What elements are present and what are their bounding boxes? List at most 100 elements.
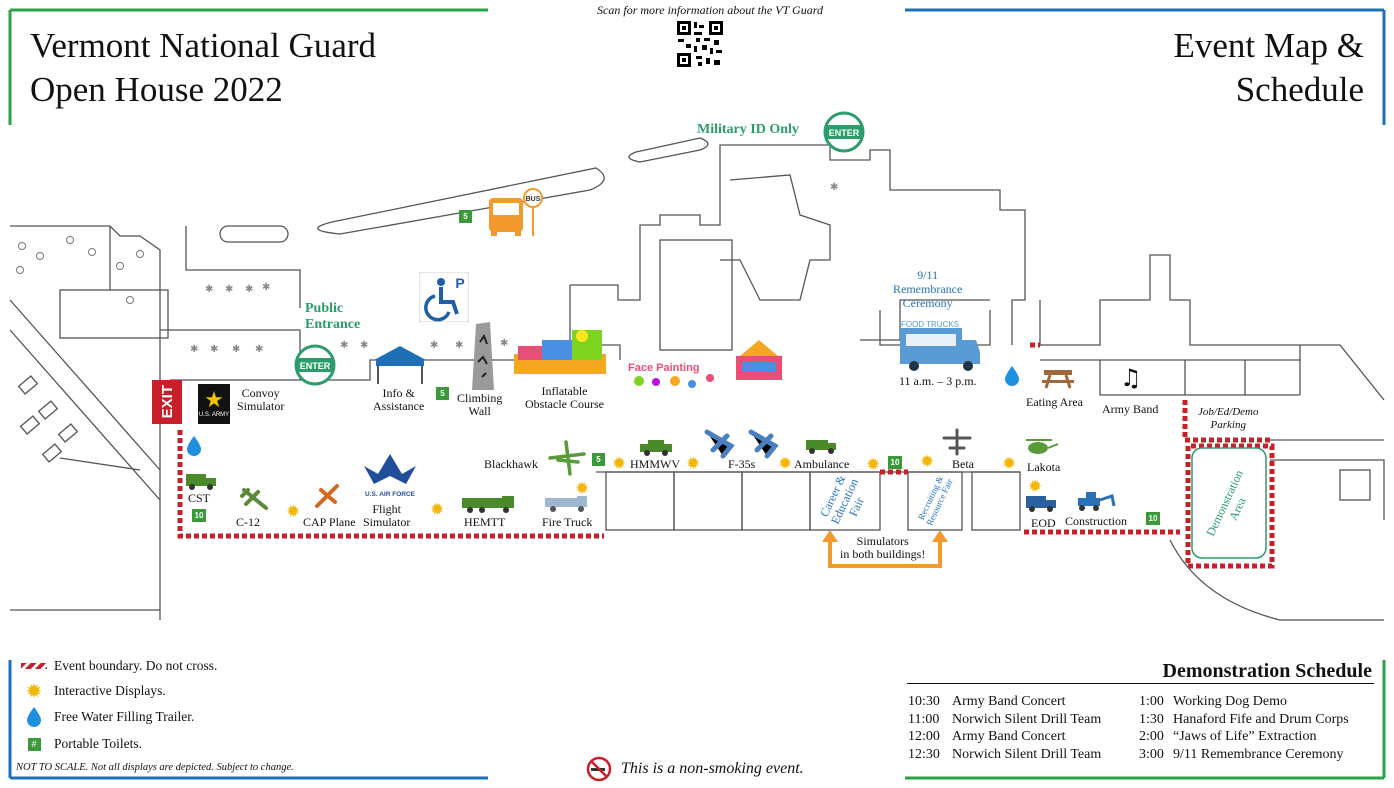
hemtt-label: HEMTT [464, 515, 506, 529]
enter-text: ENTER [829, 128, 860, 138]
interactive-star-icon: ✹ [575, 479, 590, 498]
schedule-event: 9/11 Remembrance Ceremony [1173, 746, 1344, 762]
legend-boundary-text: Event boundary. Do not cross. [54, 658, 218, 673]
page-subtitle: Event Map & Schedule [1173, 24, 1364, 112]
svg-text:✱: ✱ [360, 340, 368, 351]
svg-text:✱: ✱ [262, 282, 270, 293]
legend-water-text: Free Water Filling Trailer. [54, 709, 195, 724]
army-band-label: Army Band [1102, 402, 1159, 416]
interactive-star-icon: ✹ [25, 680, 43, 703]
subtitle-line-2: Schedule [1235, 70, 1364, 109]
climbing-wall-label: Climbing Wall [457, 392, 502, 418]
schedule-event: Hanaford Fife and Drum Corps [1173, 711, 1349, 727]
schedule-event: Working Dog Demo [1173, 694, 1287, 709]
toilet-legend-icon: # [20, 737, 48, 751]
public-entrance-line-2: Entrance [305, 317, 361, 332]
remembrance-line-2: Remembrance [893, 282, 963, 296]
info-assistance-label: Info & Assistance [373, 387, 424, 413]
simulators-line-2: in both buildings! [840, 547, 926, 561]
convoy-simulator-label: Convoy Simulator [237, 387, 284, 413]
qr-code-icon[interactable] [676, 20, 724, 68]
construction-label: Construction [1065, 514, 1127, 528]
svg-text:✱: ✱ [205, 284, 213, 295]
schedule-time: 12:00 [908, 729, 940, 744]
page-title: Vermont National Guard Open House 2022 [30, 24, 376, 112]
svg-text:✱: ✱ [210, 344, 218, 355]
schedule-event: Norwich Silent Drill Team [952, 746, 1102, 762]
remembrance-line-1: 9/11 [917, 268, 939, 282]
eod-label: EOD [1031, 516, 1056, 530]
svg-text:✱: ✱ [340, 340, 348, 351]
bus-sign-text: BUS [526, 196, 541, 203]
army-logo: ★ U.S. ARMY [198, 384, 230, 424]
climbing-line-1: Climbing [457, 391, 503, 405]
beta-label: Beta [952, 457, 974, 471]
lakota-helicopter-icon [1026, 439, 1058, 454]
toilet-marker: 10 [888, 456, 902, 469]
legend-toilets-text: Portable Toilets. [54, 736, 143, 751]
hemtt-truck-icon [462, 496, 514, 513]
interactive-star-icon: ✹ [866, 455, 881, 474]
toilet-marker: 5 [436, 387, 449, 400]
inflatable-label: Inflatable Obstacle Course [525, 385, 604, 411]
enter-marker-public: ENTER [294, 344, 336, 386]
interactive-star-icon: ✹ [1028, 477, 1043, 496]
lakota-label: Lakota [1027, 460, 1061, 474]
no-smoking-icon [586, 756, 612, 782]
climbing-wall-icon [472, 322, 494, 390]
inflatable-line-2: Obstacle Course [525, 397, 604, 411]
army-star-icon: ★ [204, 388, 224, 413]
eating-area-label: Eating Area [1026, 395, 1083, 409]
svg-text:✱: ✱ [430, 340, 438, 351]
f35-jets-icon [704, 429, 779, 459]
convoy-line-1: Convoy [241, 386, 280, 400]
flight-line-2: Simulator [363, 515, 411, 529]
job-parking-label: Job/Ed/Demo Parking [1198, 406, 1258, 432]
schedule-row: 1:00 Working Dog Demo [1139, 693, 1349, 711]
svg-text:✱: ✱ [225, 284, 233, 295]
job-parking-line-1: Job/Ed/Demo [1198, 406, 1259, 418]
svg-text:✱: ✱ [190, 344, 198, 355]
toilet-legend-symbol: # [27, 737, 41, 751]
schedule-time: 3:00 [1139, 746, 1164, 762]
fire-truck-label: Fire Truck [542, 515, 593, 529]
title-line-2: Open House 2022 [30, 70, 283, 109]
army-logo-text: U.S. ARMY [198, 412, 230, 418]
bus-icon: BUS [489, 188, 543, 236]
schedule-time: 11:00 [908, 711, 940, 727]
info-tent-icon [374, 346, 426, 384]
schedule-event: Norwich Silent Drill Team [952, 711, 1102, 727]
svg-text:✱: ✱ [245, 284, 253, 295]
water-drop-icon [1005, 366, 1019, 386]
toilet-marker: 5 [459, 210, 472, 223]
water-drop-icon [20, 707, 48, 727]
eod-truck-icon [1026, 496, 1056, 512]
ambulance-icon [806, 440, 836, 454]
svg-text:✱: ✱ [500, 338, 508, 349]
remembrance-line-3: Ceremony [902, 296, 953, 310]
c12-label: C-12 [236, 515, 260, 529]
legend-boundary: Event boundary. Do not cross. [20, 655, 217, 677]
interactive-star-icon: ✹ [920, 452, 935, 471]
inflatable-line-1: Inflatable [541, 384, 588, 398]
c12-plane-icon [240, 488, 268, 510]
legend-interactive: ✹ Interactive Displays. [20, 680, 166, 703]
title-line-1: Vermont National Guard [30, 26, 377, 65]
svg-text:✱: ✱ [455, 340, 463, 351]
schedule-row: 2:00“Jaws of Life” Extraction [1139, 728, 1349, 746]
toilet-marker: 5 [592, 453, 605, 466]
schedule-divider [907, 683, 1374, 684]
simulators-note: Simulators in both buildings! [840, 535, 925, 561]
scale-note: NOT TO SCALE. Not all displays are depic… [16, 762, 294, 773]
interactive-star-icon: ✹ [778, 454, 793, 473]
food-hours-label: 11 a.m. – 3 p.m. [899, 374, 977, 388]
legend-interactive-text: Interactive Displays. [54, 683, 166, 698]
boundary-swatch [20, 663, 48, 669]
enter-text: ENTER [300, 361, 331, 371]
schedule-time: 1:00 [1139, 694, 1164, 709]
music-notes-icon: ♫ [1120, 364, 1142, 392]
convoy-line-2: Simulator [237, 399, 285, 413]
